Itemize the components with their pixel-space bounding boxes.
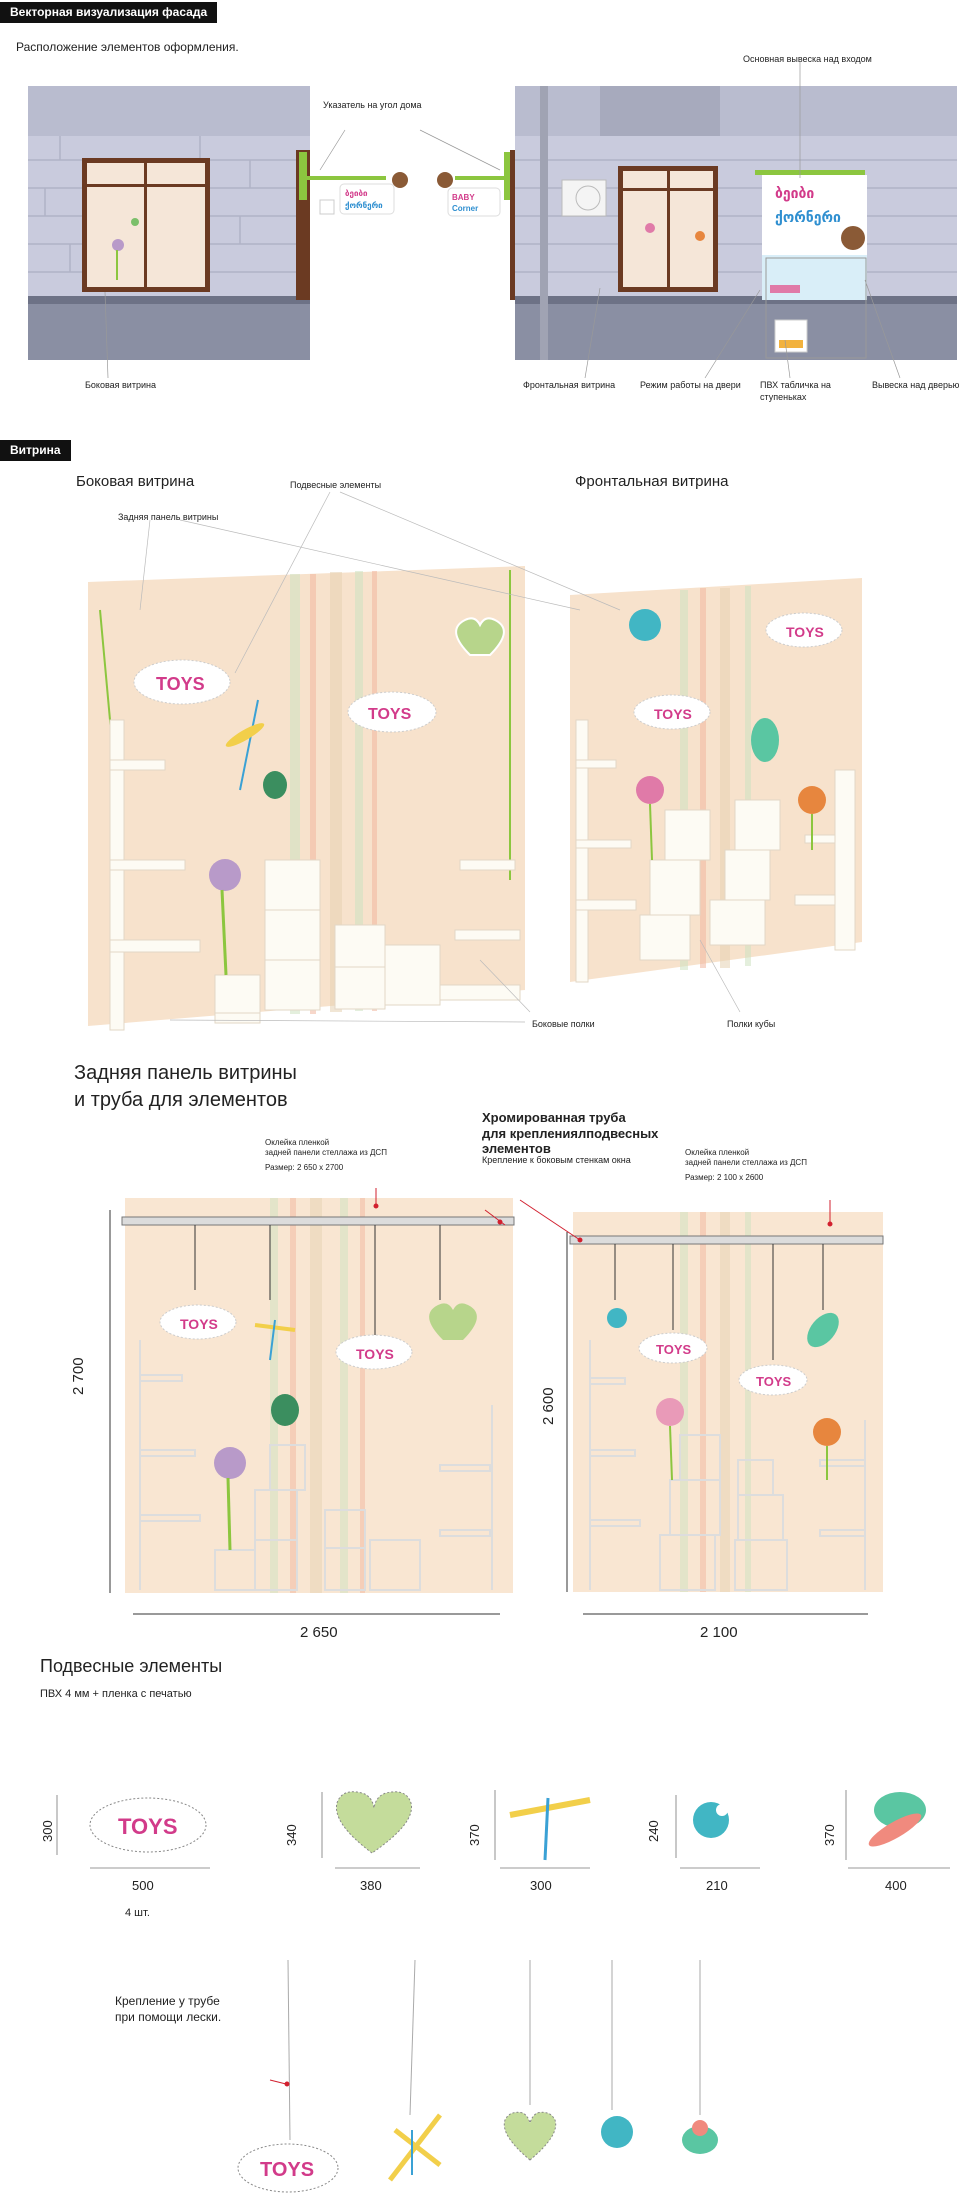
toys-label-7: TOYS <box>656 1342 691 1357</box>
main-sign-text-1: ბეიბი <box>775 185 814 201</box>
front-window-title: Фронтальная витрина <box>575 473 729 490</box>
item4-height: 240 <box>646 1820 661 1842</box>
mount-note: Крепление у трубе при помощи лески. <box>115 1993 221 2025</box>
corner-sign-text-2: ქორნერი <box>345 200 383 210</box>
section-tag-facade: Векторная визуализация фасада <box>0 2 218 23</box>
mount-note-line1: Крепление у трубе <box>115 1994 220 2008</box>
facade-subtitle: Расположение элементов оформления. <box>16 40 239 54</box>
right-panel-note: Оклейка пленкой задней панели стеллажа и… <box>685 1148 807 1183</box>
left-panel-note: Оклейка пленкой задней панели стеллажа и… <box>265 1138 387 1173</box>
toys-label-3: TOYS <box>786 624 824 640</box>
toys-label-10: TOYS <box>260 2159 314 2181</box>
label-corner-sign: Указатель на угол дома <box>323 100 422 110</box>
label-front-window: Фронтальная витрина <box>523 380 616 390</box>
vitrina-3d-drawing: TOYS TOYS TOYS TOYS <box>88 491 862 1031</box>
facade-drawing: ბეიბი ქორნერი BABY Corner ბეიბი ქორნერი <box>28 62 957 379</box>
corner-sign-corner: Corner <box>452 204 478 213</box>
corner-sign-baby: BABY <box>452 193 475 202</box>
mount-note-line2: при помощи лески. <box>115 2010 222 2025</box>
item5-height: 370 <box>822 1824 837 1846</box>
section-tag-vitrina: Витрина <box>0 440 71 461</box>
item3-width: 300 <box>530 1878 552 1893</box>
toys-label-6: TOYS <box>356 1346 394 1362</box>
label-back-panel: Задняя панель витрины <box>118 512 219 522</box>
right-width-dim: 2 100 <box>700 1624 738 1641</box>
label-hanging: Подвесные элементы <box>290 480 382 490</box>
hanging-elements-subtitle: ПВХ 4 мм + пленка с печатью <box>40 1688 192 1700</box>
item2-width: 380 <box>360 1878 382 1893</box>
pipe-title-line3: элементов <box>482 1141 551 1157</box>
left-note-1: Оклейка пленкой <box>265 1138 330 1147</box>
item1-qty: 4 шт. <box>125 1907 150 1919</box>
toys-label-5: TOYS <box>180 1316 218 1332</box>
toys-label-1: TOYS <box>156 674 205 694</box>
toys-label-4: TOYS <box>654 706 692 722</box>
item2-height: 340 <box>284 1824 299 1846</box>
left-note-3: Размер: 2 650 х 2700 <box>265 1162 344 1172</box>
item4-width: 210 <box>706 1878 728 1893</box>
label-cube-shelves: Полки кубы <box>727 1019 776 1029</box>
pipe-note: Крепление к боковым стенкам окна <box>482 1155 631 1165</box>
toys-label-8: TOYS <box>756 1374 791 1389</box>
right-note-3: Размер: 2 100 х 2600 <box>685 1172 764 1182</box>
pipe-title-line1: Хромированная труба <box>482 1110 626 1125</box>
hanging-elements-title: Подвесные элементы <box>40 1656 223 1676</box>
label-side-window: Боковая витрина <box>85 380 156 390</box>
main-sign-text-2: ქორნერი <box>775 209 841 225</box>
label-pvc-plate: ПВХ табличка на ступеньках <box>760 380 831 402</box>
back-panel-title-line2: и труба для элементов <box>74 1089 288 1111</box>
item5-width: 400 <box>885 1878 907 1893</box>
side-window-title: Боковая витрина <box>76 473 195 490</box>
label-hours: Режим работы на двери <box>640 380 741 390</box>
back-panel-drawing: TOYS TOYS TOYS TOYS <box>109 1188 884 1615</box>
left-width-dim: 2 650 <box>300 1624 338 1641</box>
item1-width: 500 <box>132 1878 154 1893</box>
pipe-title: Хромированная труба для креплениялподвес… <box>482 1110 658 1157</box>
item1-height: 300 <box>40 1820 55 1842</box>
label-side-shelves: Боковые полки <box>532 1019 595 1029</box>
label-main-sign: Основная вывеска над входом <box>743 54 872 64</box>
left-note-2: задней панели стеллажа из ДСП <box>265 1148 387 1158</box>
toys-label-9: TOYS <box>118 1814 178 1839</box>
right-note-1: Оклейка пленкой <box>685 1148 750 1157</box>
back-panel-title-line1: Задняя панель витрины <box>74 1062 297 1084</box>
item3-height: 370 <box>467 1824 482 1846</box>
corner-sign-text-1: ბეიბი <box>345 189 368 198</box>
right-note-2: задней панели стеллажа из ДСП <box>685 1158 807 1168</box>
toys-label-2: TOYS <box>368 706 412 723</box>
label-door-sign: Вывеска над дверью <box>872 380 960 390</box>
pipe-title-line2: для креплениялподвесных <box>482 1125 659 1141</box>
back-panel-title: Задняя панель витрины и труба для элемен… <box>74 1060 297 1114</box>
